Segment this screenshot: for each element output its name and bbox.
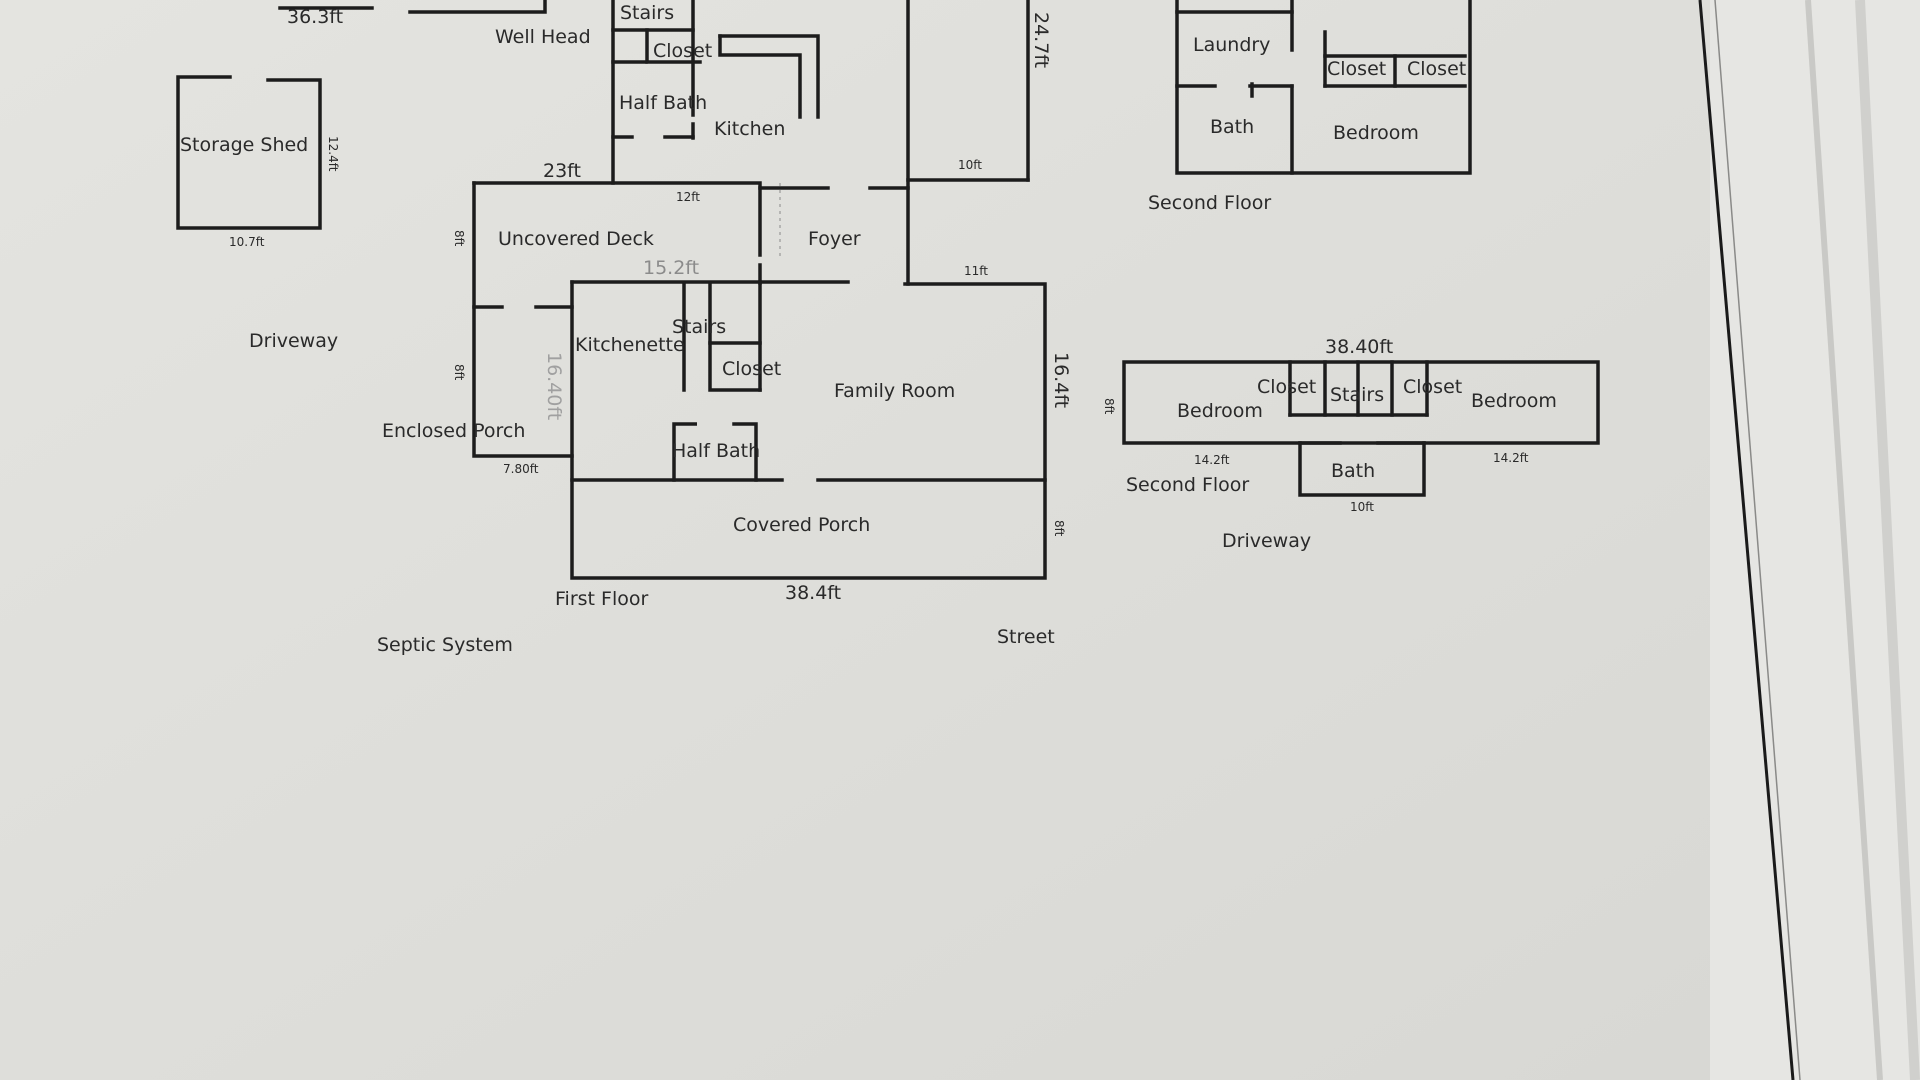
dim-12ft: 12ft [676,190,700,204]
walls [176,0,1600,580]
laundry-label: Laundry [1193,34,1271,56]
closet-b-left-label: Closet [1257,376,1317,398]
storage-shed-walls [176,75,322,230]
closet-a1-label: Closet [1327,58,1387,80]
bedroom-a-label: Bedroom [1333,122,1419,144]
bedroom-b-left-label: Bedroom [1177,400,1263,422]
kitchenette-label: Kitchenette [575,334,685,356]
deck-side-dim: 8ft [452,230,466,247]
stairs-top-label: Stairs [620,2,675,24]
page-edge-line [1855,0,1920,1080]
enclosed-width-dim: 7.80ft [503,462,539,476]
storage-shed-label: Storage Shed [180,134,309,156]
dim-16-4ft-right: 16.4ft [1050,352,1072,409]
covered-side-dim: 8ft [1052,520,1066,537]
family-room-label: Family Room [834,380,956,402]
half-bath-top-label: Half Bath [619,92,708,114]
driveway-left-label: Driveway [249,330,339,352]
second-floor-b-caption: Second Floor [1126,474,1250,496]
dim-14-2ft-left: 14.2ft [1194,453,1230,467]
second-floor-b-side-dim: 8ft [1102,398,1116,415]
storage-shed-depth: 12.4ft [326,136,340,172]
page-edge-line [1805,0,1883,1080]
closet-a2-label: Closet [1407,58,1467,80]
deck-width-dim: 15.2ft [643,257,700,279]
uncovered-deck-walls [472,181,762,257]
first-floor-caption: First Floor [555,588,649,610]
paper-sheet [0,0,1710,1080]
uncovered-deck-label: Uncovered Deck [498,228,654,250]
dim-14-2ft-right: 14.2ft [1493,451,1529,465]
closet-top-label: Closet [653,40,713,62]
page-border-line [1698,0,1795,1080]
bath-a-label: Bath [1210,116,1255,138]
second-floor-a-caption: Second Floor [1148,192,1272,214]
stairs-b-label: Stairs [1330,384,1385,406]
dim-23ft: 23ft [543,160,581,182]
septic-system-label: Septic System [377,634,513,656]
half-bath-first-label: Half Bath [672,440,761,462]
closet-b-right-label: Closet [1403,376,1463,398]
second-floor-b-walls [1122,360,1600,445]
bath-b-label: Bath [1331,460,1376,482]
street-label: Street [997,626,1055,648]
enclosed-side-dim: 8ft [452,364,466,381]
well-head-label: Well Head [495,26,591,48]
stairs-first-label: Stairs [672,316,727,338]
dim-10ft-top: 10ft [958,158,982,172]
dim-24-7ft: 24.7ft [1030,12,1052,69]
storage-shed-width: 10.7ft [229,235,265,249]
driveway-right-label: Driveway [1222,530,1312,552]
dim-38-40ft: 38.40ft [1325,336,1394,358]
covered-porch-label: Covered Porch [733,514,871,536]
bath-b-width: 10ft [1350,500,1374,514]
dim-16-40ft-inner: 16.40ft [543,352,565,421]
enclosed-porch-label: Enclosed Porch [382,420,526,442]
page-edge-line [1714,0,1801,1080]
closet-first-label: Closet [722,358,782,380]
dim-38-4ft: 38.4ft [785,582,842,604]
kitchen-label: Kitchen [714,118,786,140]
bedroom-b-right-label: Bedroom [1471,390,1557,412]
foyer-label: Foyer [808,228,861,250]
dim-11ft: 11ft [964,264,988,278]
dim-36-3ft: 36.3ft [287,6,344,28]
